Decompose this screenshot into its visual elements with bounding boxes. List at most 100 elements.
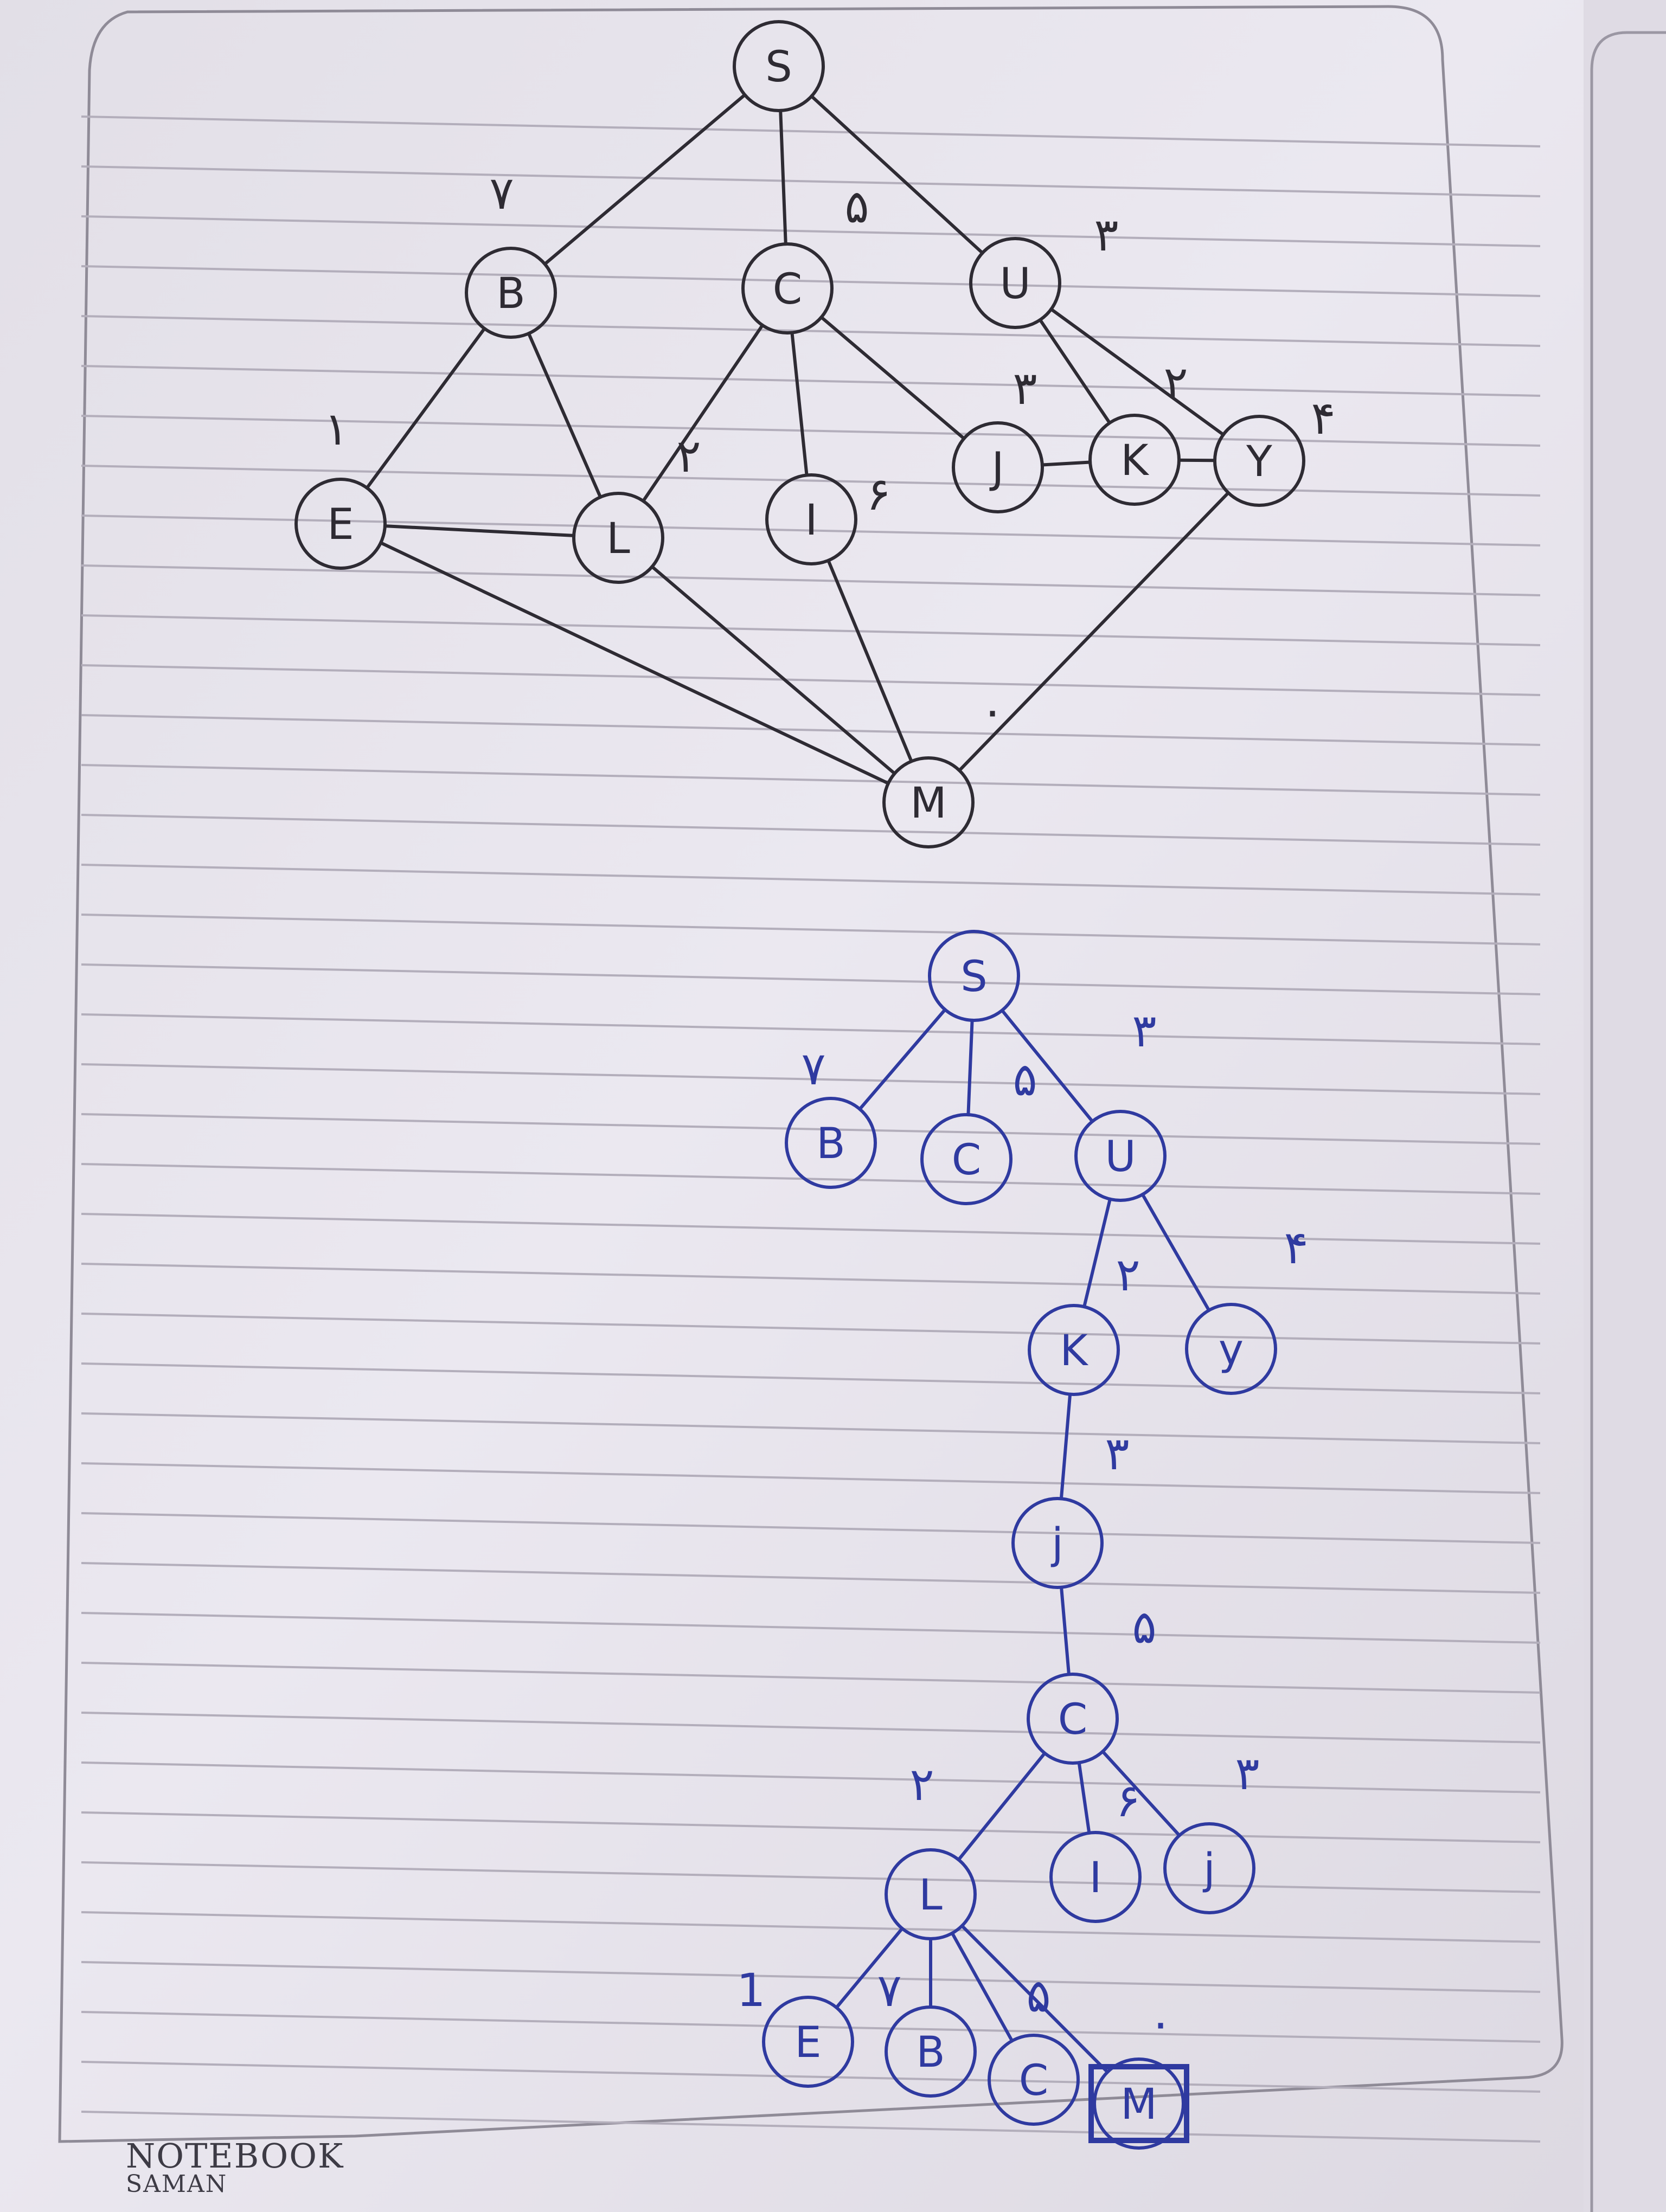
graph-edge-S-U: [810, 94, 984, 255]
graph-node-label: J: [989, 444, 1004, 493]
ruled-line: [81, 1662, 1541, 1694]
tree-node-label: j: [1050, 1520, 1063, 1568]
ruled-line: [81, 1562, 1541, 1594]
tree-edge-t_S-t_B1: [858, 1008, 947, 1111]
graph-node-label: C: [773, 265, 802, 314]
graph-cost-label: ۲: [1163, 356, 1188, 409]
tree-node-label: j: [1202, 1845, 1215, 1894]
ruled-line: [81, 1263, 1541, 1295]
tree-cost-label: ۳: [1132, 1004, 1156, 1057]
graph-node-U: [969, 237, 1061, 329]
graph-edge-S-C: [779, 108, 787, 246]
tree-cost-label: ۲: [909, 1758, 934, 1811]
ruled-line: [81, 1213, 1541, 1245]
graph-node-label: I: [805, 496, 817, 545]
tree-node-t_U: [1074, 1110, 1167, 1202]
graph-edge-L-M: [650, 565, 896, 775]
tree-node-t_C2: [1027, 1673, 1119, 1765]
graph-node-label: L: [606, 515, 630, 563]
graph-edge-K-Y: [1177, 458, 1217, 462]
tree-cost-label: ۷: [877, 1964, 901, 2017]
graph-cost-label: ۱: [324, 402, 348, 455]
ruled-line: [81, 415, 1541, 447]
tree-node-t_I: [1049, 1831, 1142, 1923]
graph-node-M: [882, 756, 975, 848]
graph-edge-C-I: [790, 331, 809, 477]
graph-node-L: [572, 492, 664, 584]
tree-cost-label: ۵: [1132, 1600, 1156, 1654]
tree-node-label: M: [1120, 2080, 1157, 2129]
tree-edge-t_S-t_C1: [966, 1018, 974, 1117]
graph-cost-label: ۳: [1013, 362, 1037, 415]
next-page-border: [1590, 31, 1666, 71]
graph-edge-B-L: [527, 332, 603, 499]
tree-node-t_B2: [885, 2005, 977, 2098]
page-margin-border: [58, 5, 1564, 2143]
tree-edge-t_L-t_E: [835, 1927, 904, 2009]
brand-line2: SAMAN: [126, 2170, 228, 2198]
tree-edge-t_C2-t_J2: [1101, 1750, 1181, 1837]
next-page-edge: [1584, 0, 1666, 2212]
tree-node-label: S: [960, 953, 988, 1001]
tree-edge-t_S-t_U: [1000, 1008, 1094, 1123]
ruled-lines: [81, 115, 1541, 2143]
tree-cost-label: ۰: [1148, 1996, 1172, 2049]
ruled-line: [81, 1612, 1541, 1644]
ruled-line: [81, 814, 1541, 846]
graph-edge-C-J: [819, 316, 966, 440]
graph-node-C: [741, 242, 834, 335]
ruled-line: [81, 165, 1541, 197]
graph-edge-E-M: [379, 541, 890, 785]
ruled-line: [81, 614, 1541, 646]
tree-edge-t_L-t_M: [960, 1924, 1110, 2074]
graph-node-label: K: [1120, 436, 1149, 485]
ruled-line: [81, 2011, 1541, 2043]
ruled-line: [81, 2061, 1541, 2093]
tree-cost-label: ۳: [1235, 1747, 1259, 1800]
tree-node-t_J2: [1163, 1822, 1255, 1914]
tree-node-label: B: [816, 1120, 845, 1168]
ruled-line: [81, 1961, 1541, 1993]
tree-node-label: C: [952, 1136, 981, 1185]
tree-cost-label: ۷: [801, 1042, 825, 1095]
graph-cost-label: ۷: [489, 166, 514, 220]
graph-edge-C-L: [642, 323, 764, 503]
ruled-line: [81, 1712, 1541, 1744]
ruled-line: [81, 1163, 1541, 1195]
tree-node-t_J1: [1011, 1497, 1104, 1589]
graph-edge-U-K: [1038, 318, 1112, 425]
tree-edges: [835, 1008, 1211, 2074]
graph-node-label: B: [496, 269, 526, 318]
ruled-line: [81, 1013, 1541, 1045]
tree-cost-label: ۲: [1116, 1248, 1140, 1301]
tree-cost-label: ۶: [1116, 1774, 1140, 1827]
graph-node-label: Y: [1246, 438, 1272, 486]
tree-cost-label: ۳: [1105, 1427, 1129, 1480]
ruled-line: [81, 1512, 1541, 1544]
tree-node-t_C1: [920, 1113, 1013, 1205]
ruled-line: [81, 365, 1541, 397]
ruled-line: [81, 1113, 1541, 1145]
graph-node-E: [294, 478, 387, 570]
tree-cost-label: 1: [736, 1964, 765, 2017]
ruled-line: [81, 664, 1541, 696]
graph-node-I: [765, 473, 857, 565]
tree-node-label: U: [1105, 1133, 1136, 1181]
ruled-line: [81, 115, 1541, 147]
ruled-line: [81, 1811, 1541, 1843]
tree-node-label: C: [1019, 2056, 1048, 2105]
tree-cost-label: ۵: [1013, 1053, 1037, 1106]
graph-node-label: E: [327, 500, 354, 549]
tree-node-t_K: [1028, 1304, 1120, 1396]
ruled-line: [81, 764, 1541, 796]
ruled-line: [81, 963, 1541, 995]
graph-node-label: M: [910, 779, 946, 828]
graph-edge-I-M: [826, 558, 913, 763]
graph-node-label: U: [999, 260, 1030, 308]
tree-node-t_L: [885, 1848, 977, 1940]
notebook-brand: NOTEBOOK SAMAN: [126, 2136, 344, 2198]
ruled-line: [81, 1861, 1541, 1893]
graph-cost-label: ۲: [676, 429, 701, 483]
ruled-line: [81, 564, 1541, 596]
